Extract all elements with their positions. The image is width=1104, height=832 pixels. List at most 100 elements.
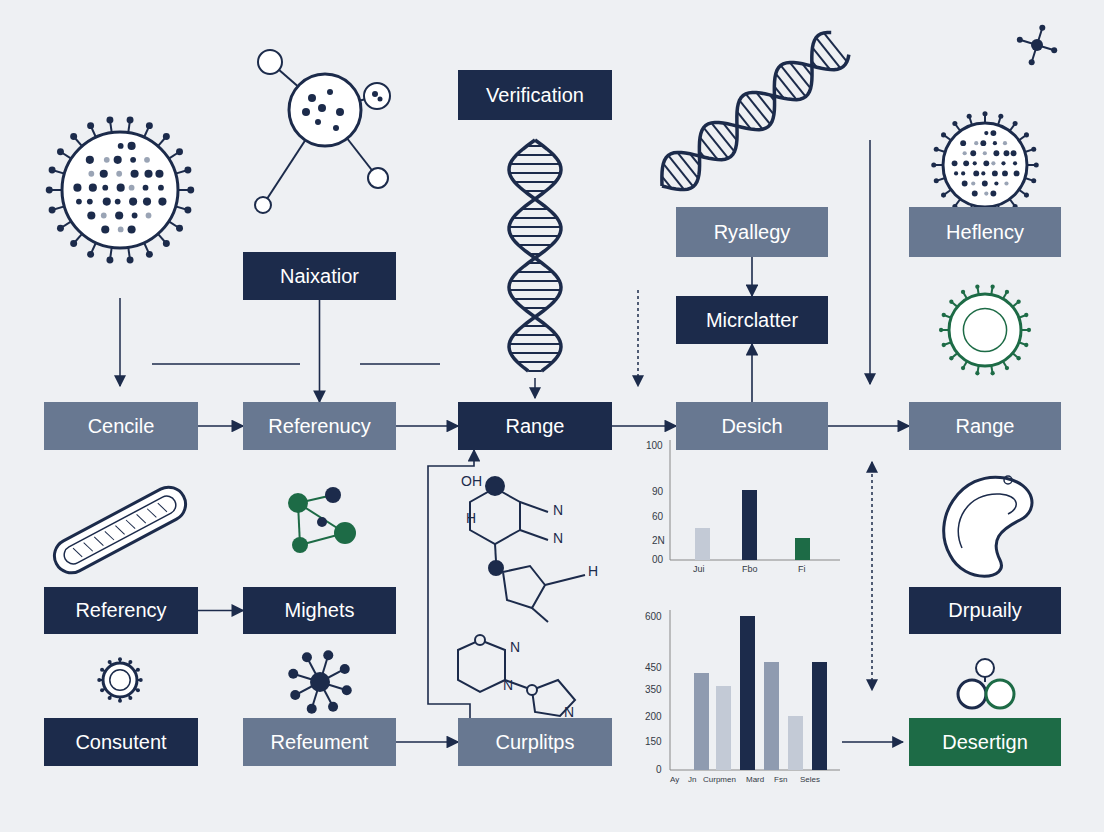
base-pair — [513, 217, 557, 219]
atom — [325, 487, 341, 503]
particle — [128, 142, 136, 150]
spike-tip — [127, 116, 134, 123]
axis-label: Fsn — [774, 776, 787, 785]
axis-label: Jui — [693, 565, 705, 575]
axis-label: 2N — [652, 535, 665, 546]
base-pair — [510, 163, 560, 165]
leader-arrow — [842, 741, 903, 743]
base-pair — [511, 280, 560, 282]
atom — [1051, 47, 1057, 53]
base-pair — [511, 235, 559, 237]
spike-tip — [949, 300, 953, 304]
particle — [973, 161, 977, 165]
spike-tip — [100, 688, 104, 692]
dot — [372, 91, 378, 97]
node-circle — [368, 168, 388, 188]
dna-helix — [509, 140, 561, 371]
atom — [310, 672, 330, 692]
spike-tip — [949, 356, 953, 360]
link — [984, 677, 986, 682]
grey-box: Refeument — [243, 718, 396, 766]
particle — [102, 185, 108, 191]
ring — [986, 680, 1014, 708]
node-circle — [258, 50, 282, 74]
base-pair — [515, 181, 556, 183]
box-label: Heflency — [946, 221, 1024, 244]
box-label: Consutent — [75, 731, 166, 754]
base-pair — [739, 100, 762, 129]
axis-label: 00 — [652, 554, 663, 565]
atom-label: OH — [461, 474, 482, 489]
axis-label: Ay — [670, 776, 679, 785]
spike-tip — [139, 678, 143, 682]
particle — [963, 160, 969, 166]
spike-tip — [1024, 132, 1029, 137]
spike-tip — [187, 187, 194, 194]
core — [963, 308, 1006, 351]
virus-icon — [46, 116, 194, 263]
molecule-cluster — [288, 487, 356, 553]
membrane — [61, 493, 179, 567]
spike-tip — [87, 251, 94, 258]
particle — [992, 170, 998, 176]
flow-arrow — [751, 344, 753, 402]
spike-tip — [941, 193, 946, 198]
spike-tip — [49, 167, 56, 174]
axis-label: 150 — [645, 736, 662, 747]
spike-tip — [128, 660, 132, 664]
spike-tip — [934, 147, 939, 152]
strand — [509, 140, 561, 371]
base-pair — [711, 123, 734, 152]
ring — [958, 680, 986, 708]
texture — [73, 546, 82, 558]
particle — [962, 181, 968, 187]
particle — [144, 170, 152, 178]
particle — [954, 171, 958, 175]
leader-arrow — [534, 378, 536, 398]
grey-box: Range — [909, 402, 1061, 450]
particle — [103, 198, 111, 206]
axis-label: 60 — [652, 511, 663, 522]
particle — [961, 171, 965, 175]
molecule-icon — [1017, 25, 1057, 65]
spike-tip — [184, 167, 191, 174]
base-pair — [704, 128, 729, 159]
box-label: Verification — [486, 84, 584, 107]
cell — [289, 74, 361, 146]
particle — [100, 170, 108, 178]
flow-arrow — [428, 450, 474, 718]
base-pair — [514, 334, 557, 336]
spike-tip — [57, 225, 64, 232]
particle — [984, 131, 988, 135]
grey-box: Referenucy — [243, 402, 396, 450]
spike-tip — [118, 657, 122, 661]
spike-tip — [128, 696, 132, 700]
base-pair — [528, 370, 542, 372]
spike-tip — [49, 206, 56, 213]
flow-arrow — [828, 425, 909, 427]
dot — [333, 125, 339, 131]
base-pair — [509, 289, 561, 291]
axis-label: Seles — [800, 776, 820, 785]
particle — [983, 160, 989, 166]
rings-icon — [958, 659, 1014, 708]
base-pair — [517, 361, 552, 363]
spike-tip — [163, 133, 170, 140]
particle — [973, 170, 979, 176]
axis-label: Fi — [798, 565, 806, 575]
base-pair — [746, 94, 771, 125]
spike-tip — [118, 699, 122, 703]
atom — [1017, 37, 1023, 43]
spike-tip — [184, 206, 191, 213]
atom-label: N — [503, 678, 513, 693]
strand — [650, 28, 853, 202]
molecule-icon — [288, 650, 351, 713]
particle — [990, 191, 996, 197]
spike-tip — [70, 240, 77, 247]
atom — [317, 517, 327, 527]
spike-tip — [146, 122, 153, 129]
particle — [984, 191, 988, 195]
particle — [143, 198, 151, 206]
axis-label: 200 — [645, 711, 662, 722]
particle — [132, 213, 138, 219]
